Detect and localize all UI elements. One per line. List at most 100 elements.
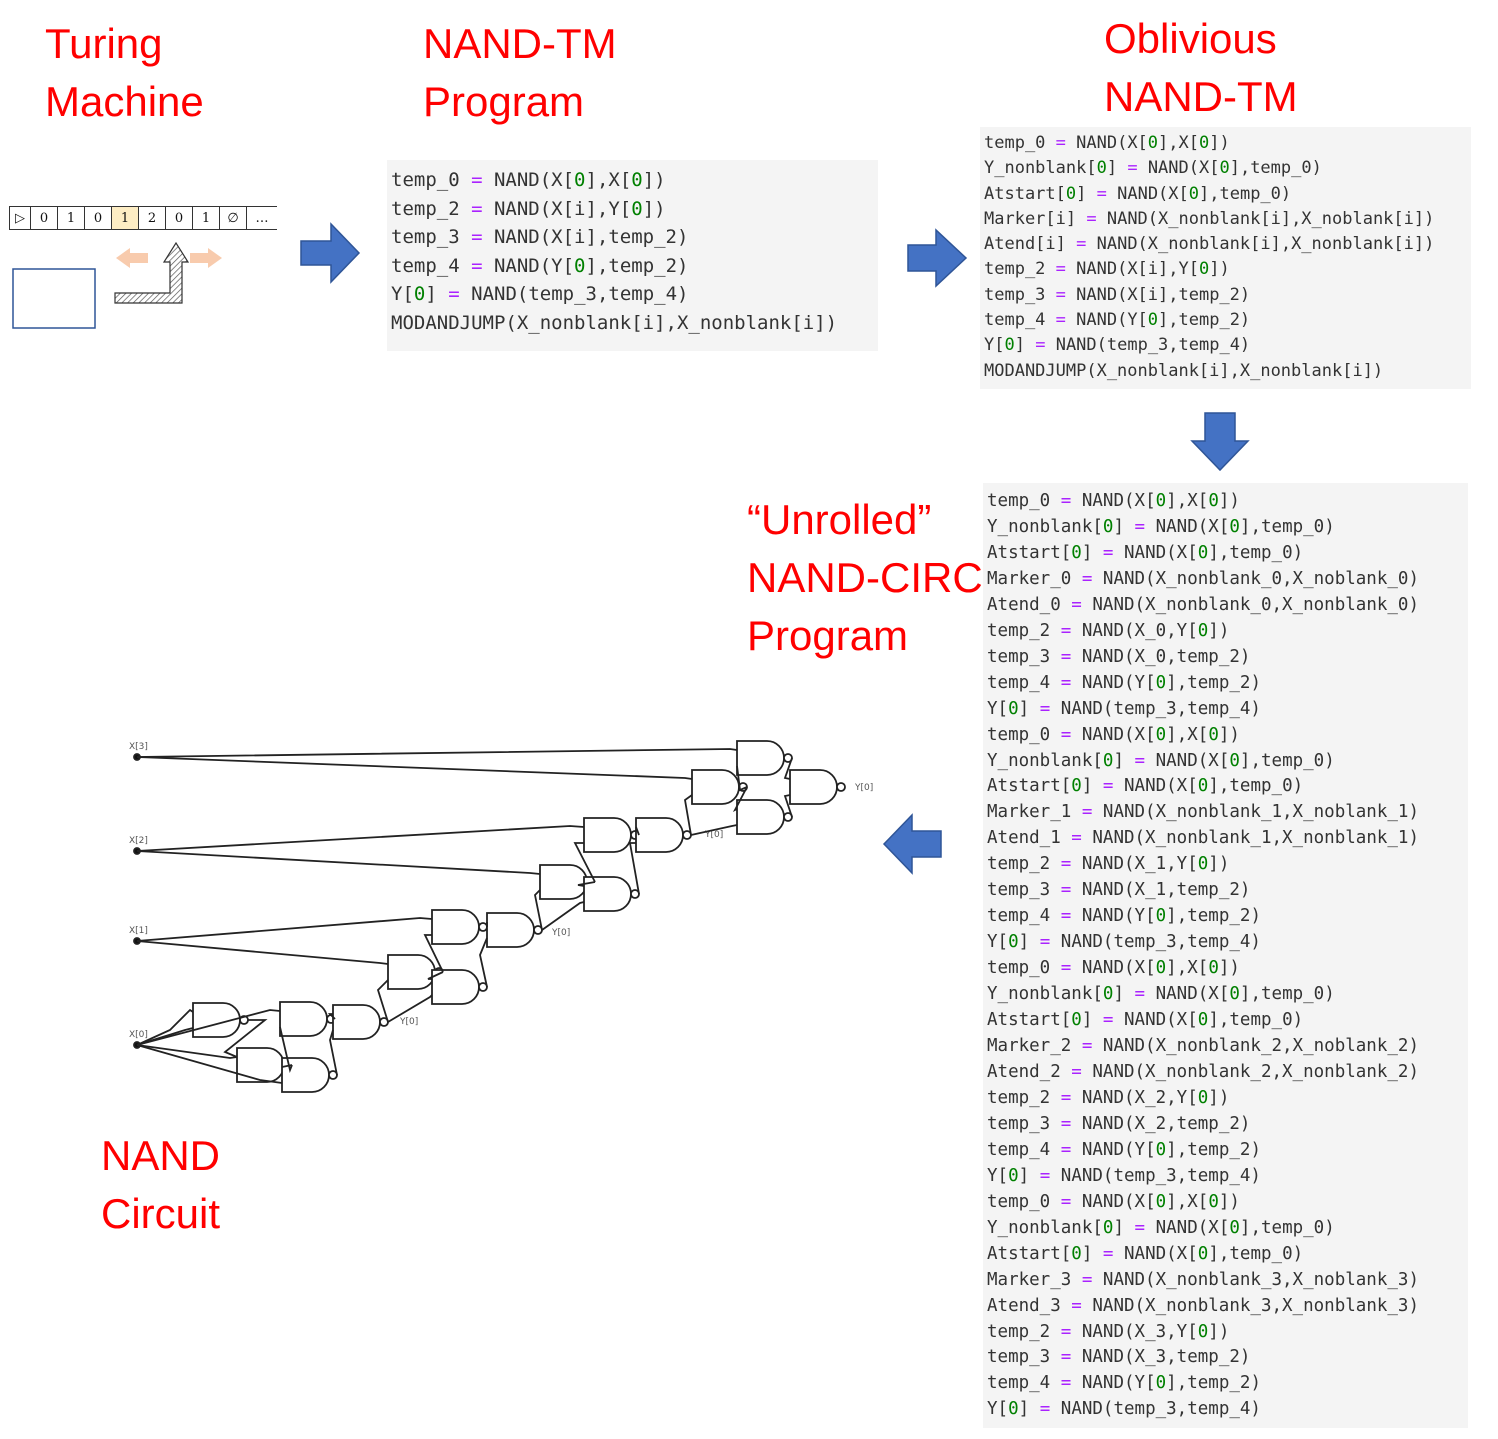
wire [376,979,389,1023]
wire [541,901,585,931]
title-turing-machine: Turing Machine [45,20,204,125]
code-line: temp_2 = NAND(X_2,Y[0]) [987,1087,1230,1108]
wire [783,794,793,818]
tape-cell: ▷ [9,206,30,230]
circuit-label: Y[0] [854,783,873,793]
code-line: Atstart[0] = NAND(X[0],temp_0) [987,776,1304,797]
code-line: temp_2 = NAND(X[i],Y[0]) [391,197,666,220]
code-line: Marker_2 = NAND(X_nonblank_2,X_noblank_2… [987,1036,1419,1057]
code-line: temp_3 = NAND(X_1,temp_2) [987,880,1251,901]
wire [136,825,585,852]
nand-gate [736,799,785,835]
title-unrolled-nand-circ: “Unrolled” NAND-CIRC Program [747,496,983,659]
code-line: temp_0 = NAND(X[0],X[0]) [987,1191,1240,1212]
tape-cell: 0 [30,206,57,230]
move-right-arrow-icon [190,248,222,268]
code-line: temp_4 = NAND(Y[0],temp_2) [984,310,1251,331]
code-line: Y_nonblank[0] = NAND(X[0],temp_0) [987,1217,1335,1238]
title-oblivious-nand-tm: Oblivious NAND-TM [1104,15,1298,120]
circuit-label: X[3] [129,742,148,752]
code-line: temp_2 = NAND(X_0,Y[0]) [987,620,1230,641]
wire [732,786,748,813]
wire [628,842,640,895]
arrow-right-icon-2 [907,228,968,288]
arrow-right-icon [300,222,361,284]
tape-cell: … [246,206,277,230]
wire [577,881,596,887]
code-line: temp_3 = NAND(X[i],temp_2) [984,284,1251,305]
code-line: Atend_3 = NAND(X_nonblank_3,X_nonblank_3… [987,1295,1419,1316]
code-line: Y[0] = NAND(temp_3,temp_4) [987,932,1261,953]
code-line: temp_3 = NAND(X_0,temp_2) [987,646,1251,667]
code-line: temp_4 = NAND(Y[0],temp_2) [987,906,1261,927]
code-line: temp_3 = NAND(X_2,temp_2) [987,1113,1251,1134]
arrow-down-icon [1190,412,1250,472]
code-line: temp_2 = NAND(X_1,Y[0]) [987,854,1230,875]
move-left-arrow-icon [116,248,148,268]
nand-gate [539,864,588,900]
code-line: Marker_0 = NAND(X_nonblank_0,X_noblank_0… [987,568,1419,589]
wire [635,826,640,836]
code-line: temp_2 = NAND(X[i],Y[0]) [984,259,1230,280]
wire [279,1026,293,1073]
nand-bubble [836,782,846,792]
code-line: Atend_2 = NAND(X_nonblank_2,X_nonblank_2… [987,1061,1419,1082]
code-line: MODANDJUMP(X_nonblank[i],X_nonblank[i]) [391,311,838,334]
code-line: Atend[i] = NAND(X_nonblank[i],X_nonblank… [984,234,1435,255]
code-line: temp_4 = NAND(Y[0],temp_2) [391,254,689,277]
code-line: temp_0 = NAND(X[0],X[0]) [391,169,666,191]
nand-gate [736,740,785,776]
code-line: temp_3 = NAND(X[i],temp_2) [391,226,689,248]
wire [573,842,596,883]
nand-gate [486,912,535,948]
tape-cell: 1 [111,206,138,230]
code-line: Atend_0 = NAND(X_nonblank_0,X_nonblank_0… [987,594,1419,615]
code-line: Y[0] = NAND(temp_3,temp_4) [984,335,1251,356]
wire [327,1013,336,1020]
nand-gate [279,1001,328,1037]
code-line: Atstart[0] = NAND(X[0],temp_0) [984,183,1292,204]
nand-gate [691,769,740,805]
circuit-label: X[0] [129,1030,148,1040]
arrow-left-icon [882,813,942,875]
wire [136,1044,283,1084]
code-line: MODANDJUMP(X_nonblank[i],X_nonblank[i]) [984,360,1384,381]
wire [329,1029,338,1076]
code-line: temp_0 = NAND(X[0],X[0]) [984,133,1230,153]
tape-cell: 1 [192,206,219,230]
head-pointer-arrow-icon [114,241,190,304]
nand-gate [387,954,436,990]
code-line: Y[0] = NAND(temp_3,temp_4) [987,698,1261,719]
oblivious-nand-tm-code: temp_0 = NAND(X[0],X[0])Y_nonblank[0] = … [980,127,1471,389]
code-line: Atend_1 = NAND(X_nonblank_1,X_nonblank_1… [987,828,1419,849]
title-nand-tm-program: NAND-TM Program [423,20,617,125]
circuit-label: Y[0] [551,928,570,938]
nand-gate [635,817,684,853]
code-line: Atstart[0] = NAND(X[0],temp_0) [987,1243,1304,1264]
code-line: temp_4 = NAND(Y[0],temp_2) [987,672,1261,693]
tape-cell: 2 [138,206,165,230]
tape-cell: 0 [84,206,111,230]
code-line: Marker_1 = NAND(X_nonblank_1,X_noblank_1… [987,802,1419,823]
code-line: temp_0 = NAND(X[0],X[0]) [987,958,1240,979]
code-line: Marker_3 = NAND(X_nonblank_3,X_noblank_3… [987,1269,1419,1290]
wire [534,889,543,931]
wire [136,1008,194,1046]
circuit-label: Y[0] [399,1017,418,1027]
tape-cell: ∅ [219,206,246,230]
code-line: Y_nonblank[0] = NAND(X[0],temp_0) [987,516,1335,537]
code-line: Atstart[0] = NAND(X[0],temp_0) [987,542,1304,563]
wire [387,994,433,1023]
circuit-label: X[1] [129,926,148,936]
nand-circuit: X[3]X[2]X[1]X[0]Y[0]Y[0]Y[0]Y[0] [129,740,873,1093]
code-line: Y_nonblank[0] = NAND(X[0],temp_0) [987,750,1335,771]
wire [690,824,738,836]
wire [136,940,389,965]
code-line: temp_4 = NAND(Y[0],temp_2) [987,1139,1261,1160]
tm-state-box [12,268,96,329]
tape-cell: 1 [57,206,84,230]
nand-gate [431,969,480,1005]
wire [136,748,738,758]
code-line: Atstart[0] = NAND(X[0],temp_0) [987,1010,1304,1031]
